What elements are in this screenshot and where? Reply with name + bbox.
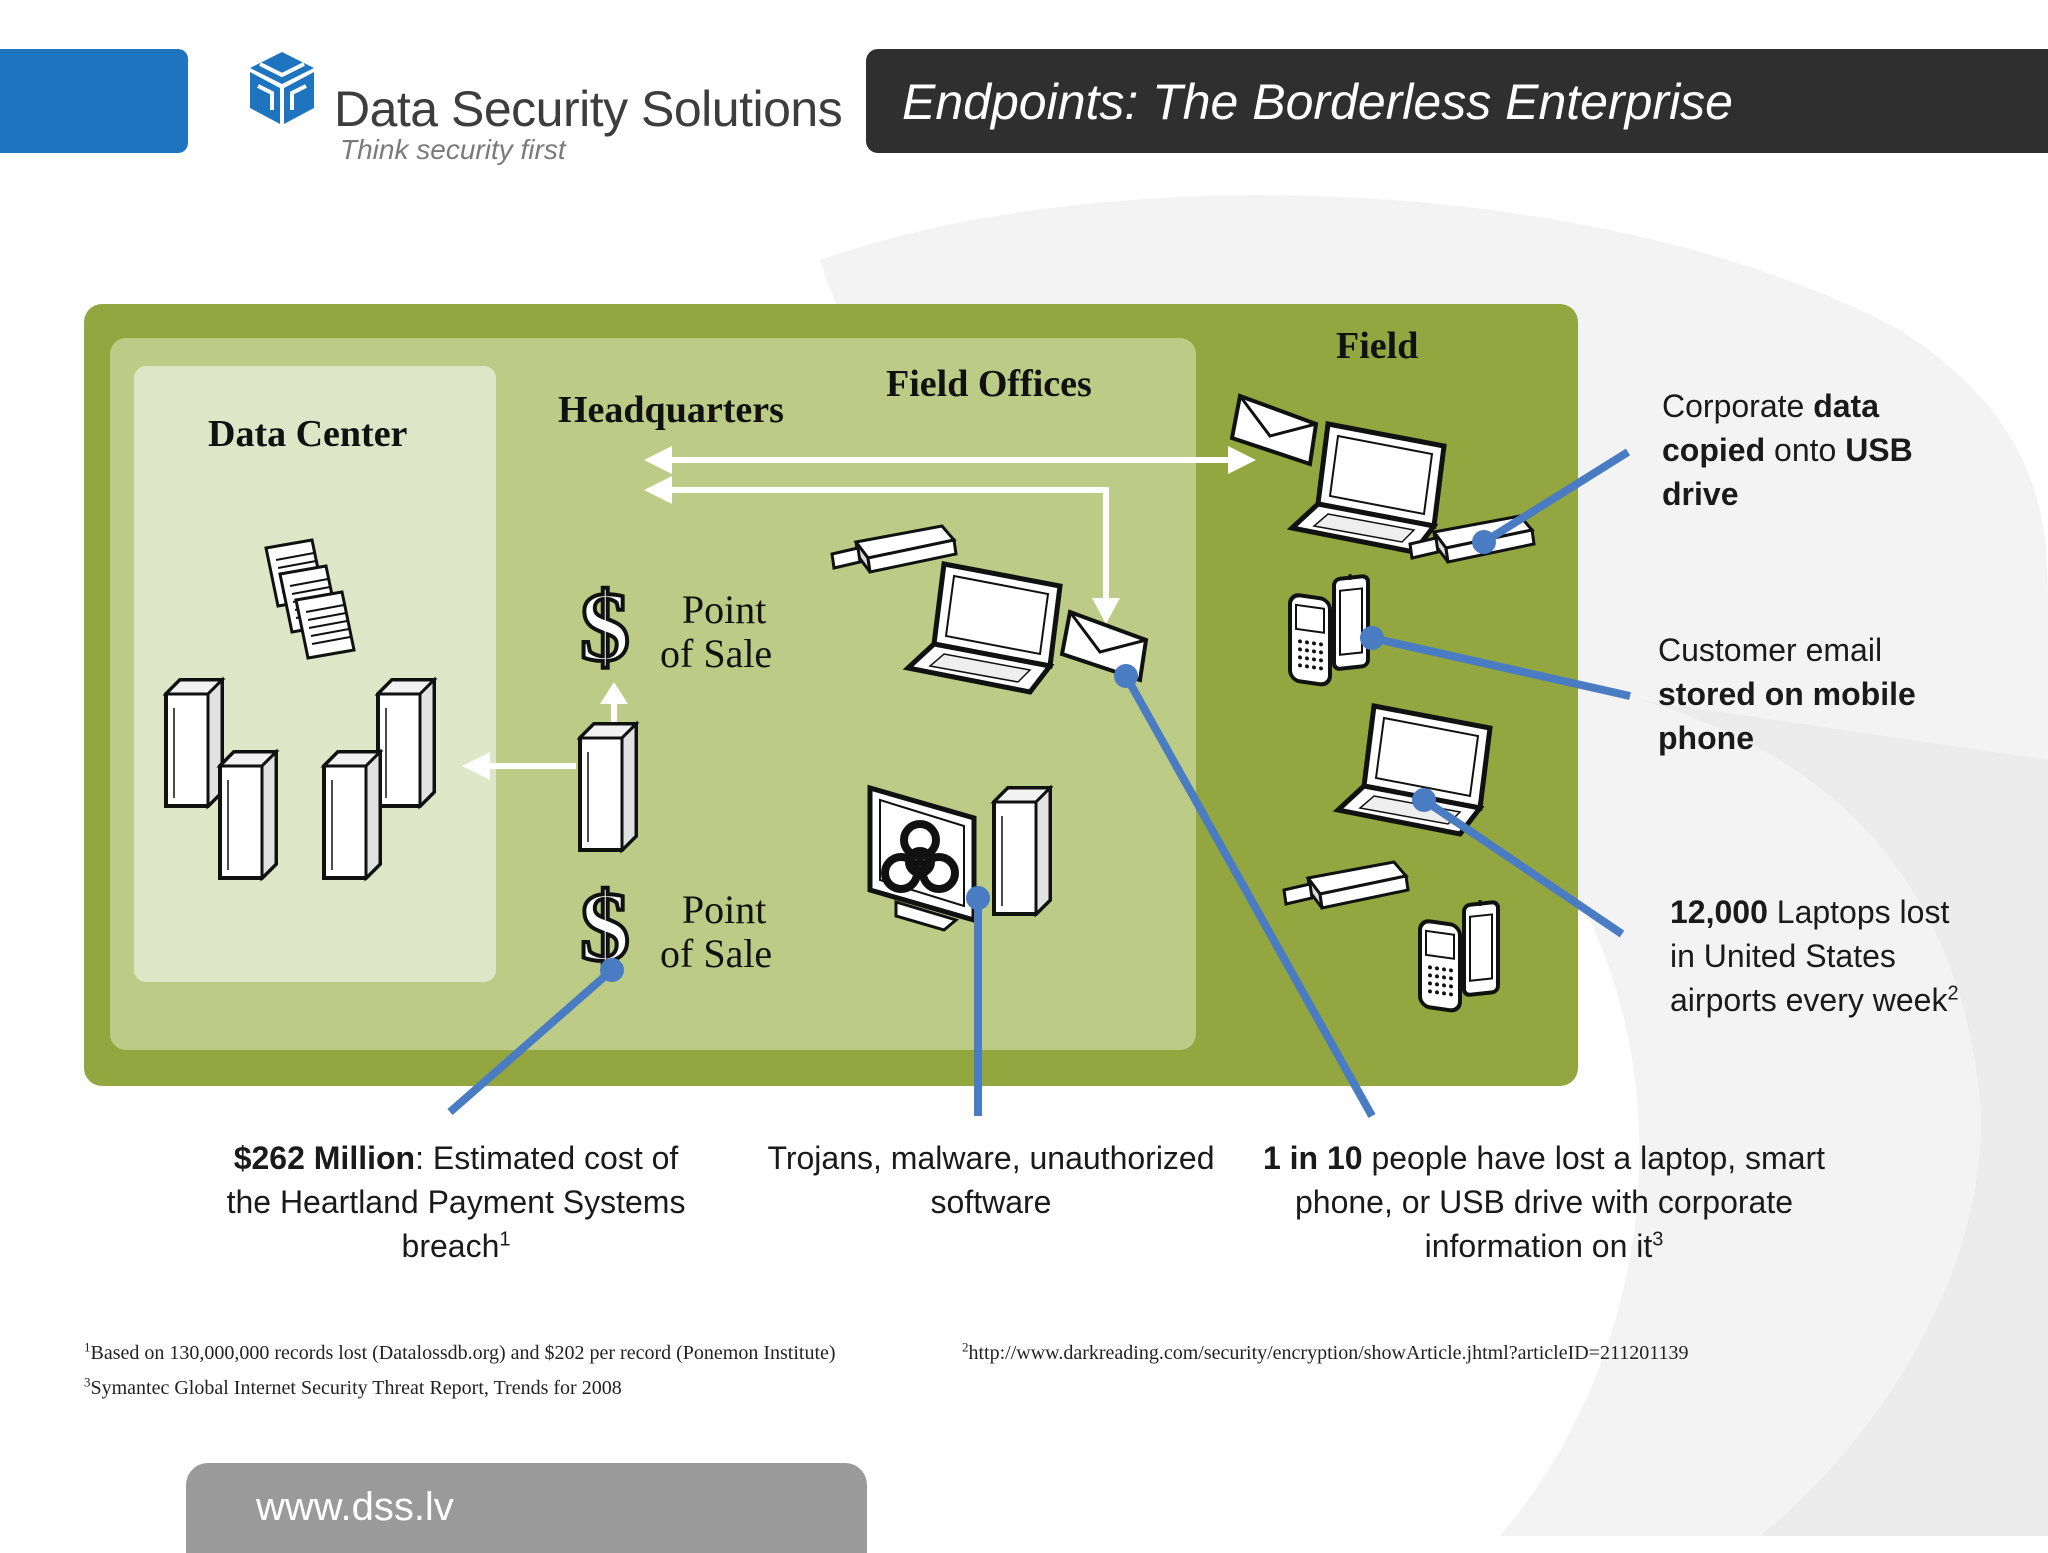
callout-heartland-text: the Heartland Payment Systems (226, 1184, 686, 1220)
company-tagline: Think security first (340, 134, 566, 165)
headquarters-label: Headquarters (558, 389, 784, 431)
callout-trojans: Trojans, malware, unauthorized software (746, 1136, 1236, 1224)
hq-to-datacenter-arrow (462, 682, 628, 780)
point-of-sale-label-top: Point of Sale (660, 588, 772, 676)
footnote-1-text: Based on 130,000,000 records lost (Datal… (90, 1342, 836, 1364)
logo-cube-icon (250, 52, 314, 124)
callout-laptops-bold: 12,000 (1670, 894, 1768, 930)
pos-line-1: Point (681, 587, 767, 632)
footnote-2-link[interactable]: http://www.darkreading.com/security/encr… (968, 1342, 1689, 1364)
data-center-label: Data Center (208, 413, 408, 455)
pos-line-2: of Sale (660, 931, 773, 976)
biohazard-icon (881, 820, 959, 893)
header-blue-tab (0, 49, 188, 153)
footnote-marker: 3 (84, 1374, 91, 1390)
callout-heartland: $262 Million: Estimated cost of the Hear… (206, 1136, 706, 1268)
hq-server-icon (578, 722, 638, 852)
callout-laptops: 12,000 Laptops lost in United States air… (1670, 890, 1959, 1022)
callout-usb-bold: drive (1662, 476, 1739, 512)
callout-lost-devices: 1 in 10 people have lost a laptop, smart… (1234, 1136, 1854, 1268)
callout-email-text: Customer email (1658, 632, 1883, 668)
pos-line-2: of Sale (660, 631, 773, 676)
field-offices-label: Field Offices (886, 363, 1092, 405)
footnote-ref: 2 (1947, 982, 1959, 1005)
footnote-marker: 2 (962, 1339, 969, 1355)
callout-email-bold: stored on mobile (1658, 676, 1916, 712)
callout-usb-bold: USB (1845, 432, 1913, 468)
dollar-icon-top (578, 569, 632, 684)
callout-usb-bold: copied (1662, 432, 1766, 468)
callout-heartland-bold: $262 Million (233, 1140, 416, 1176)
callout-laptops-text: Laptops lost (1767, 894, 1950, 930)
callout-connectors (447, 448, 1631, 1118)
footer-url-tab: www.dss.lv (186, 1463, 867, 1553)
footnote-ref: 1 (499, 1228, 511, 1251)
page-title: Endpoints: The Borderless Enterprise (902, 74, 1733, 130)
callout-heartland-text: breach (401, 1228, 500, 1264)
callout-usb-text: onto (1765, 432, 1846, 468)
callout-email-bold: phone (1658, 720, 1754, 756)
infected-workstation-icon (867, 784, 1052, 932)
footnote-3: 3Symantec Global Internet Security Threa… (84, 1374, 622, 1400)
footnote-marker: 1 (84, 1339, 91, 1355)
company-name: Data Security Solutions (334, 81, 843, 137)
callout-lost-text: information on it (1424, 1228, 1653, 1264)
callout-heartland-text: : Estimated cost of (415, 1140, 679, 1176)
callout-trojans-text: Trojans, malware, unauthorized (767, 1140, 1215, 1176)
callout-usb-bold: data (1813, 388, 1879, 424)
point-of-sale-label-bottom: Point of Sale (660, 888, 772, 976)
pos-line-1: Point (681, 887, 767, 932)
callout-usb: Corporate data copied onto USB drive (1662, 384, 1913, 516)
callout-lost-text: people have lost a laptop, smart (1362, 1140, 1826, 1176)
title-bar: Endpoints: The Borderless Enterprise (866, 49, 2048, 153)
data-center-zone (134, 366, 496, 982)
callout-email: Customer email stored on mobile phone (1658, 628, 1916, 760)
callout-lost-bold: 1 in 10 (1262, 1140, 1363, 1176)
callout-laptops-text: in United States (1670, 938, 1896, 974)
footnote-2: 2http://www.darkreading.com/security/enc… (962, 1339, 1689, 1365)
field-label: Field (1336, 325, 1419, 367)
website-link[interactable]: www.dss.lv (256, 1485, 454, 1529)
footnote-3-text: Symantec Global Internet Security Threat… (90, 1377, 622, 1399)
footnote-1: 1Based on 130,000,000 records lost (Data… (84, 1339, 836, 1365)
callout-trojans-text: software (930, 1184, 1052, 1220)
company-logo: Data Security Solutions Think security f… (240, 46, 850, 176)
callout-usb-text: Corporate (1662, 388, 1814, 424)
callout-laptops-text: airports every week (1670, 982, 1948, 1018)
hq-field-arrows (644, 446, 1256, 624)
callout-lost-text: phone, or USB drive with corporate (1294, 1184, 1794, 1220)
footnote-ref: 3 (1652, 1228, 1664, 1251)
